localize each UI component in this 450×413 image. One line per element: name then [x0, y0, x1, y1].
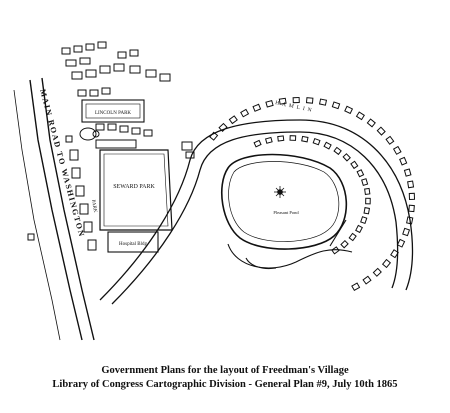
seward-park-block: [99, 149, 173, 231]
house: [277, 135, 285, 142]
house: [372, 267, 382, 277]
house: [340, 239, 349, 249]
house: [331, 101, 341, 110]
middle-buildings: [79, 123, 153, 149]
pond-label: Pleasant Pond: [273, 210, 299, 215]
misc-marks: [27, 130, 195, 241]
caption-line-1: Government Plans for the layout of Freed…: [101, 365, 349, 376]
house: [252, 103, 262, 112]
lincoln-park-block: [81, 99, 145, 123]
house: [350, 160, 359, 170]
house: [361, 178, 369, 186]
hospital-block: [107, 231, 159, 253]
house: [402, 227, 411, 237]
house: [360, 216, 368, 224]
village-map: MAIN ROAD TO WASHINGTON LINCOLN PARK SEW…: [13, 41, 416, 341]
house: [348, 232, 357, 242]
house: [292, 96, 300, 104]
house: [376, 126, 386, 136]
house: [355, 224, 363, 234]
caption-line-2: Library of Congress Cartographic Divisio…: [52, 379, 398, 390]
house: [392, 145, 402, 155]
hamlin-houses: [209, 96, 416, 292]
house: [351, 282, 361, 292]
house: [323, 141, 332, 150]
upper-buildings: [61, 41, 171, 97]
left-park-label: PARK: [90, 199, 97, 213]
house: [407, 180, 415, 189]
house: [264, 136, 273, 144]
house: [356, 169, 365, 178]
house: [218, 122, 228, 132]
house: [399, 156, 408, 166]
house: [240, 108, 250, 118]
house: [363, 207, 371, 215]
house: [362, 275, 372, 285]
house: [278, 97, 287, 105]
seward-park-label: SEWARD PARK: [113, 184, 155, 190]
pond-star-icon: [274, 186, 286, 198]
lower-left-buildings: [69, 149, 97, 251]
house: [408, 204, 415, 213]
house: [312, 137, 321, 146]
lower-drive: [227, 219, 353, 270]
house: [305, 97, 314, 104]
main-road: [13, 77, 95, 341]
house: [209, 131, 219, 141]
house: [344, 105, 354, 115]
house: [301, 135, 309, 143]
house: [318, 98, 328, 106]
house: [364, 187, 371, 196]
house: [385, 135, 395, 145]
curved-road: [99, 119, 414, 305]
house: [390, 249, 399, 259]
house: [355, 111, 365, 121]
house: [333, 146, 342, 156]
house: [366, 118, 376, 128]
hospital-label: Hospital Bldg: [119, 242, 147, 247]
house: [265, 99, 274, 108]
main-road-label: MAIN ROAD TO WASHINGTON: [38, 88, 86, 238]
inner-ring-houses: [253, 135, 371, 255]
house: [228, 115, 238, 125]
house: [396, 238, 406, 248]
house: [342, 153, 351, 162]
pond-area: [221, 153, 348, 250]
house: [381, 258, 392, 269]
lincoln-park-label: LINCOLN PARK: [95, 111, 131, 116]
house: [365, 197, 371, 205]
house: [406, 216, 414, 225]
house: [408, 192, 416, 201]
house: [289, 135, 297, 141]
house: [403, 168, 412, 177]
house: [331, 246, 340, 255]
house: [253, 139, 262, 148]
